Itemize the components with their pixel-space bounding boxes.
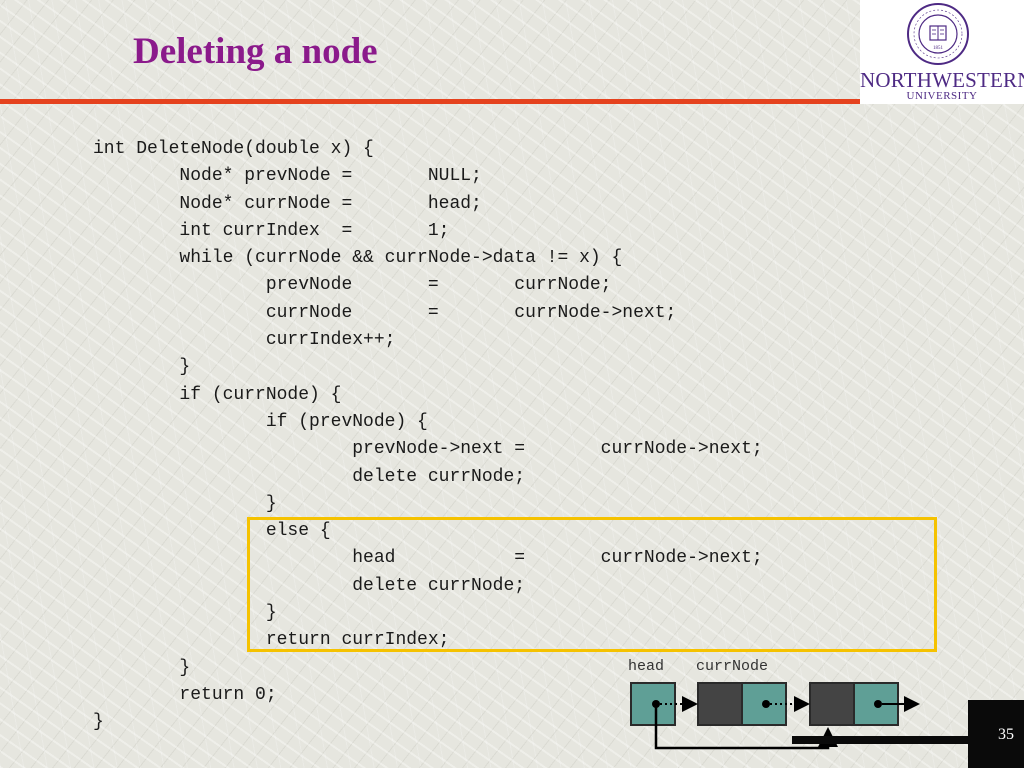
head-node [630,682,676,726]
next-node-data [809,682,855,726]
code-line: if (prevNode) { [93,411,428,432]
title-divider [0,99,862,104]
university-seal-icon: 1851 [907,3,969,65]
code-line: head = currNode->next; [93,548,763,569]
code-line: delete currNode; [93,575,526,596]
slide-title: Deleting a node [133,31,378,72]
page-number: 35 [998,726,1014,743]
code-line: Node* currNode = head; [93,193,482,214]
code-line: Node* prevNode = NULL; [93,166,482,187]
head-label: head [628,658,665,675]
code-line: } [93,493,277,514]
svg-text:1851: 1851 [933,46,944,51]
code-line: while (currNode && currNode->data != x) … [93,248,623,269]
code-line: } [93,603,277,624]
logo-subtitle: UNIVERSITY [906,90,978,102]
code-line: delete currNode; [93,466,526,487]
code-line: } [93,712,104,733]
curr-node-data [697,682,743,726]
code-block: int DeleteNode(double x) { Node* prevNod… [93,136,763,737]
code-line: if (currNode) { [93,384,342,405]
code-line: prevNode->next = currNode->next; [93,439,763,460]
code-line: currIndex++; [93,330,396,351]
code-line: } [93,657,191,678]
logo-name: NORTHWESTERN [860,68,1024,92]
code-line: currNode = currNode->next; [93,302,677,323]
code-line: return currIndex; [93,630,450,651]
code-line: int currIndex = 1; [93,220,450,241]
code-line: prevNode = currNode; [93,275,612,296]
northwestern-logo: 1851 NORTHWESTERN UNIVERSITY [860,0,1024,104]
currnode-label: currNode [696,658,769,675]
code-line: else { [93,521,331,542]
code-line: } [93,357,191,378]
code-line: return 0; [93,684,277,705]
highlight-box [247,517,937,652]
code-line: int DeleteNode(double x) { [93,139,374,159]
page-number-box: 35 [968,700,1024,768]
